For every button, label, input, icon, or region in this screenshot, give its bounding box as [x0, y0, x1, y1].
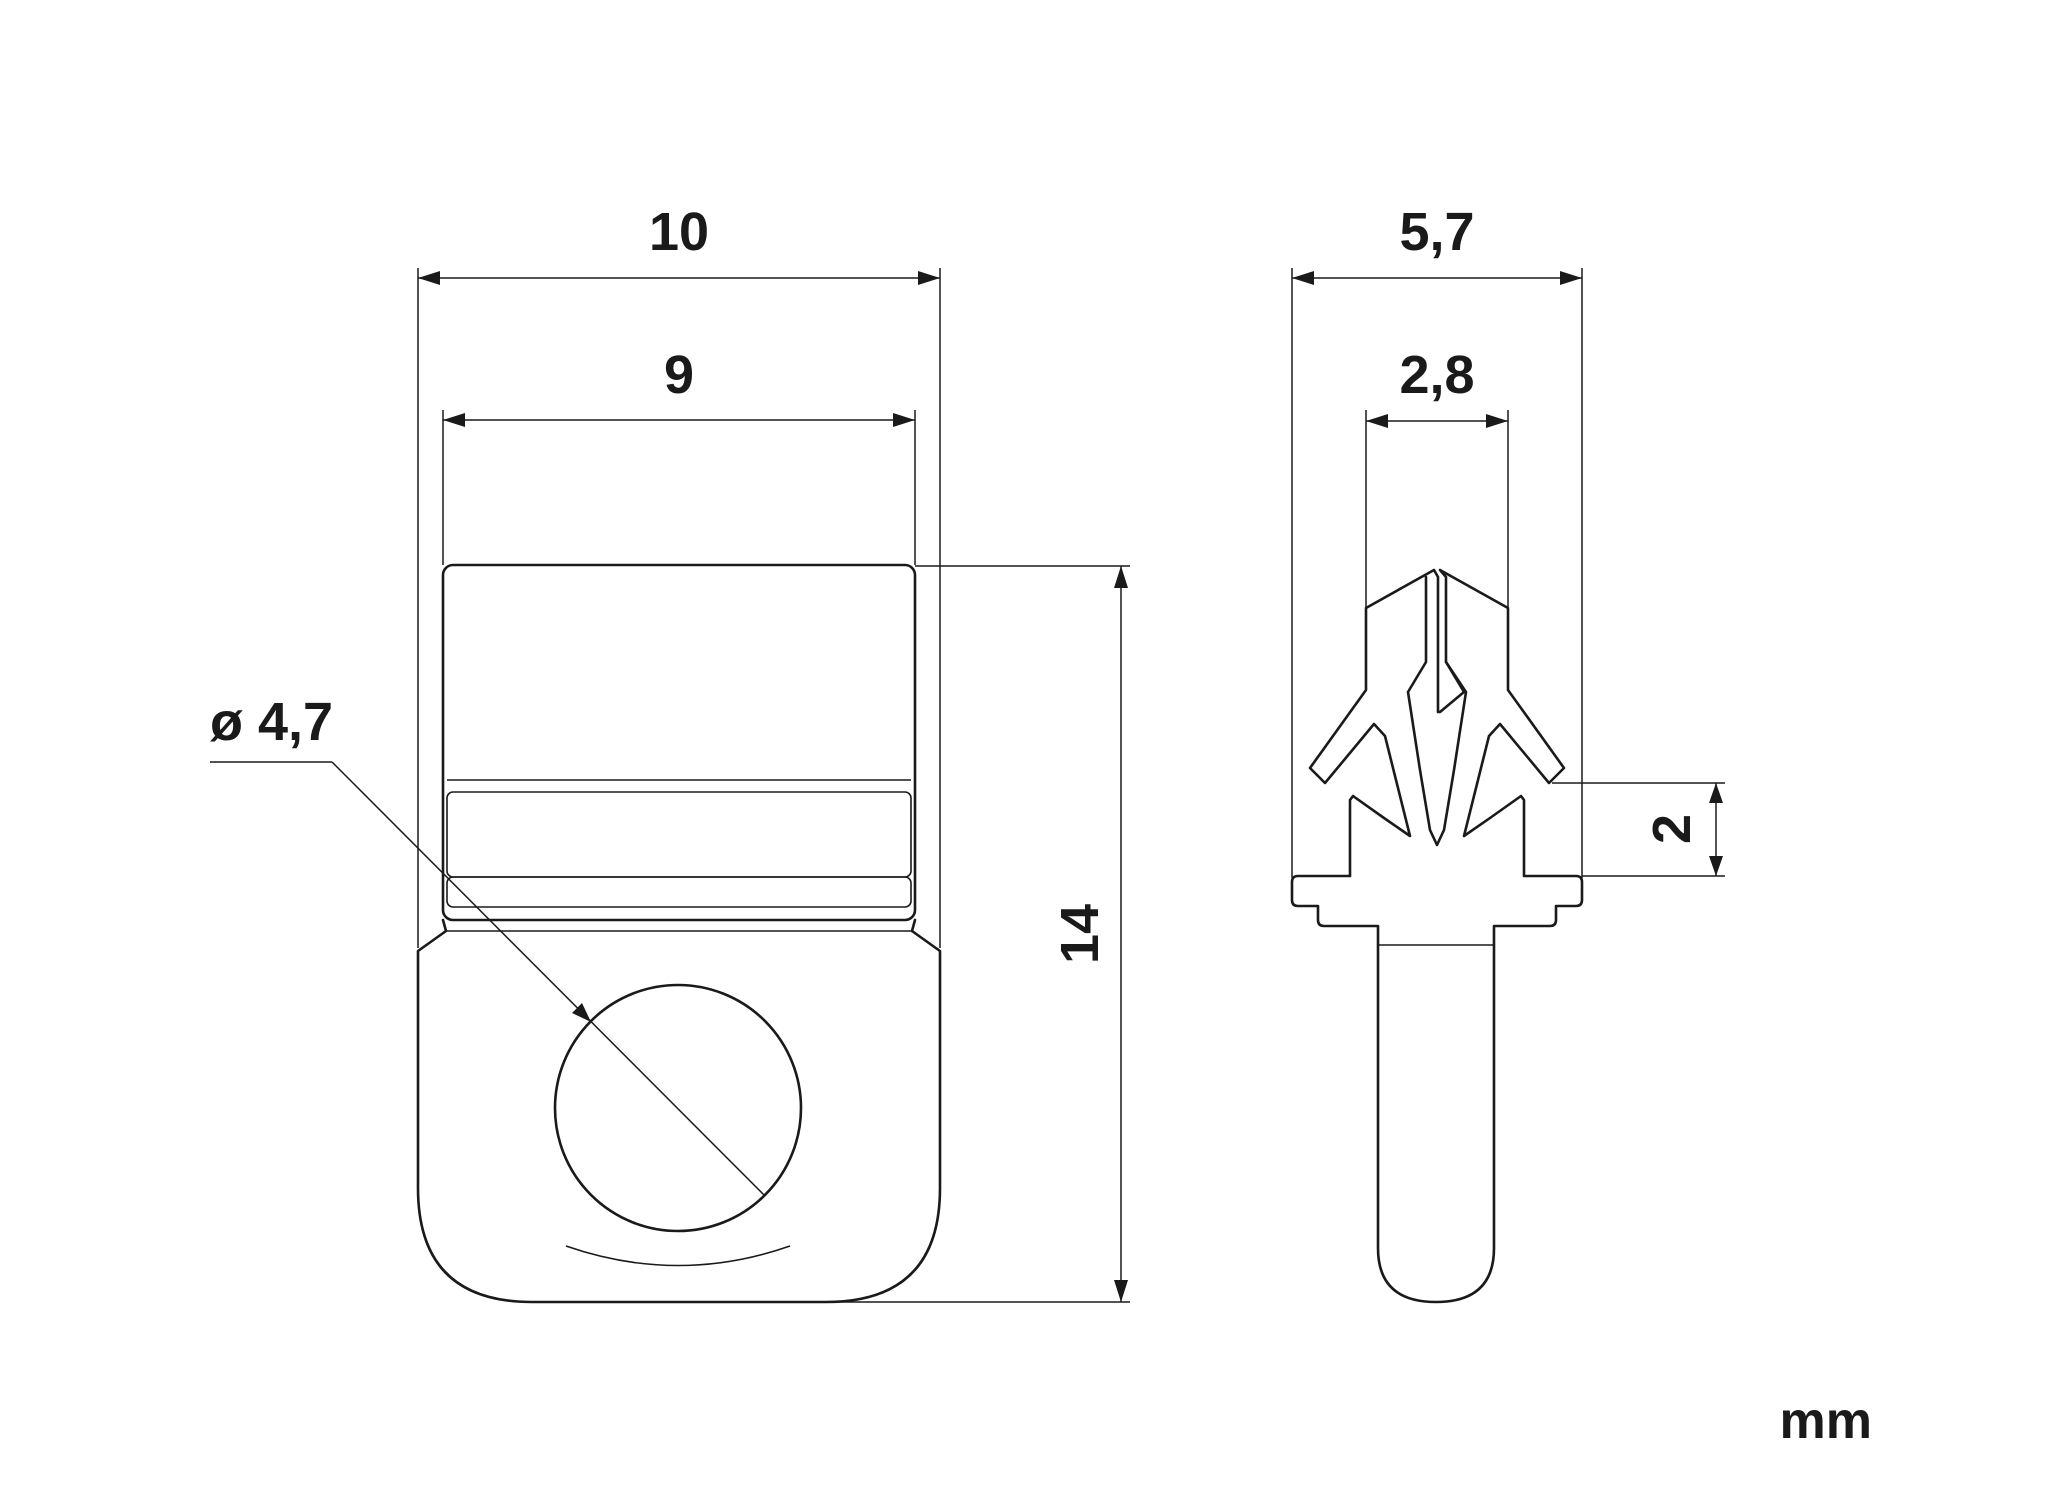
front-band-lower: [446, 876, 912, 908]
side-outline: [1290, 568, 1584, 1304]
front-band: [446, 791, 912, 878]
dimension-side-width-outer: 5,7: [1291, 202, 1583, 878]
front-upper-block: [441, 563, 917, 922]
side-view: [1290, 568, 1584, 1304]
dimension-label-9: 9: [664, 345, 694, 405]
dimension-front-height: 14: [826, 565, 1130, 1303]
front-emboss-arc: [565, 1245, 791, 1267]
unit-label: mm: [1780, 1392, 1872, 1450]
dimension-label-14: 14: [1050, 904, 1110, 964]
dimension-label-diameter: ø 4,7: [210, 692, 333, 752]
side-center-split: [1406, 575, 1468, 847]
front-hole: [553, 983, 803, 1233]
dimension-hole-diameter: ø 4,7: [210, 692, 766, 1197]
dimension-front-width-outer: 10: [417, 202, 941, 948]
dimension-label-2-8: 2,8: [1399, 345, 1474, 405]
dimension-label-2: 2: [1642, 814, 1702, 844]
dimension-label-10: 10: [649, 202, 709, 262]
dimension-side-width-inner: 2,8: [1365, 345, 1509, 608]
dimension-label-5-7: 5,7: [1399, 202, 1474, 262]
dimension-side-step-height: 2: [1552, 782, 1725, 877]
dimension-front-width-inner: 9: [442, 345, 916, 565]
front-tab-body: [416, 918, 942, 1304]
front-view: [416, 563, 942, 1304]
